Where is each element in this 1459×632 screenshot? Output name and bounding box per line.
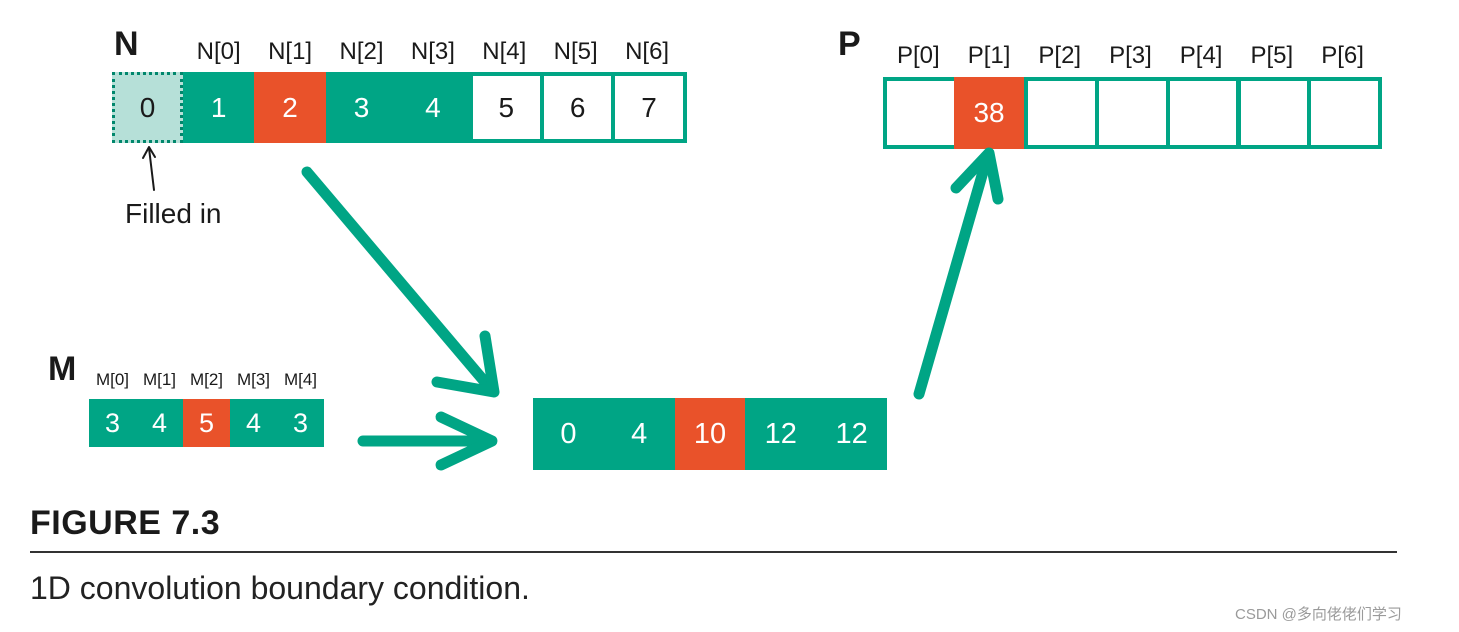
- p-cell-6: [1307, 77, 1382, 149]
- n-cell-6: 7: [611, 72, 687, 143]
- m-cell-1: 4: [136, 399, 183, 447]
- ghost-note: Filled in: [125, 198, 222, 229]
- n-cell-3: 4: [397, 72, 469, 143]
- n-cell-index-3: N[3]: [410, 38, 455, 65]
- p-cell-index-6: P[6]: [1321, 42, 1364, 69]
- n-cell-1: 2: [254, 72, 326, 143]
- product-cell-3: 12: [745, 398, 817, 470]
- ghost-pointer-arrow: [148, 147, 155, 191]
- p-cell-5: [1236, 77, 1312, 149]
- n-cell-index-2: N[2]: [339, 38, 384, 65]
- array-n-name: N: [114, 25, 139, 63]
- n-cell-index-6: N[6]: [625, 38, 670, 65]
- p-cell-index-5: P[5]: [1250, 42, 1294, 69]
- watermark: CSDN @多向佬佬们学习: [1235, 606, 1402, 623]
- products-to-p-arrowhead: [950, 147, 1004, 205]
- caption-rule: [30, 551, 1397, 553]
- m-cell-4: 3: [277, 399, 324, 447]
- n-cell-0: 1: [183, 72, 255, 143]
- m-cell-0: 3: [89, 399, 136, 447]
- p-cell-1: 38: [953, 77, 1025, 149]
- ghost-cell: 0: [112, 72, 183, 143]
- n-cell-index-5: N[5]: [553, 38, 598, 65]
- figure-caption: 1D convolution boundary condition.: [30, 570, 530, 606]
- array-m-name: M: [48, 350, 77, 388]
- p-cell-3: [1095, 77, 1170, 149]
- products-to-p-arrow: [913, 152, 993, 400]
- p-cell-index-0: P[0]: [896, 42, 940, 69]
- m-cell-index-1: M[1]: [142, 370, 177, 389]
- product-cell-1: 4: [603, 398, 675, 470]
- m-cell-index-2: M[2]: [189, 370, 224, 389]
- m-cell-index-4: M[4]: [283, 370, 318, 389]
- p-cell-index-2: P[2]: [1038, 42, 1082, 69]
- p-cell-index-1: P[1]: [967, 42, 1011, 69]
- ghost-pointer-arrowhead: [142, 146, 156, 159]
- array-p-name: P: [838, 25, 861, 63]
- product-cell-0: 0: [533, 398, 604, 470]
- m-cell-2: 5: [183, 399, 230, 447]
- p-cell-0: [883, 77, 958, 149]
- p-cell-4: [1165, 77, 1241, 149]
- n-cell-2: 3: [325, 72, 398, 143]
- n-to-products-arrowhead: [431, 330, 500, 398]
- m-cell-index-3: M[3]: [236, 370, 271, 389]
- p-cell-index-4: P[4]: [1179, 42, 1223, 69]
- m-cell-index-0: M[0]: [95, 370, 130, 389]
- m-to-products-arrowhead: [435, 411, 498, 471]
- p-cell-index-3: P[3]: [1109, 42, 1152, 69]
- product-cell-4: 12: [816, 398, 887, 470]
- n-cell-index-0: N[0]: [196, 38, 241, 65]
- product-cell-2: 10: [674, 398, 746, 470]
- m-cell-3: 4: [230, 399, 277, 447]
- figure-label: FIGURE 7.3: [30, 504, 221, 542]
- n-to-products-arrow: [301, 166, 496, 394]
- n-cell-index-4: N[4]: [482, 38, 527, 65]
- n-cell-index-1: N[1]: [268, 38, 313, 65]
